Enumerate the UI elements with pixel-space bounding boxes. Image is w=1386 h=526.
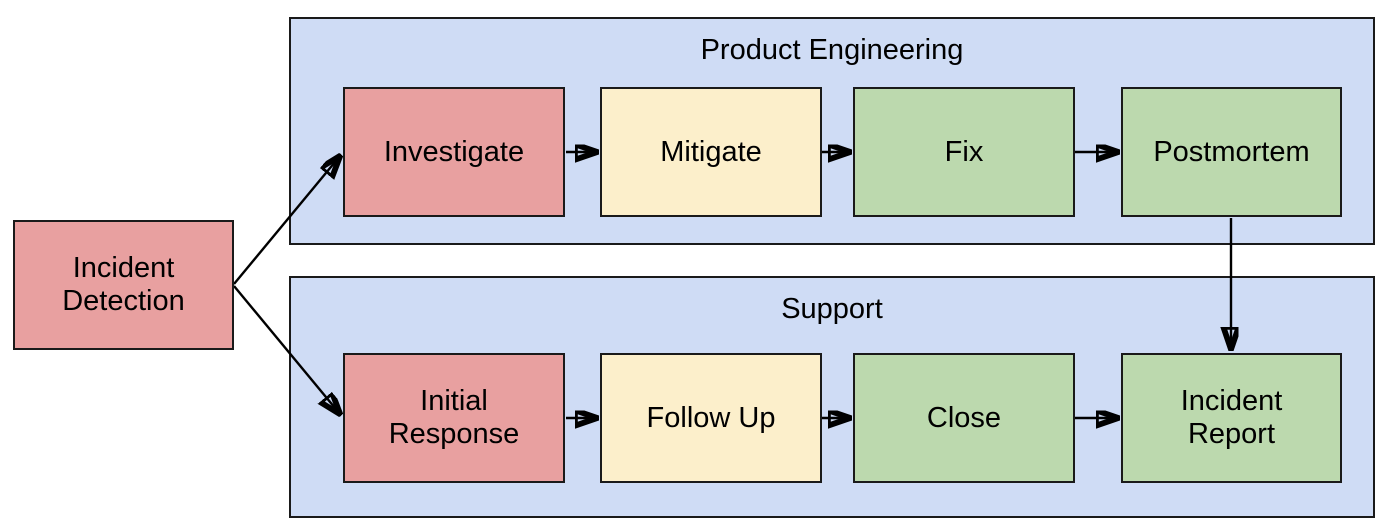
- node-incident-detection[interactable]: Incident Detection: [13, 220, 234, 350]
- swimlane-title-support: Support: [781, 293, 883, 325]
- node-incident-report[interactable]: Incident Report: [1121, 353, 1342, 483]
- node-initial-response[interactable]: Initial Response: [343, 353, 565, 483]
- node-follow-up[interactable]: Follow Up: [600, 353, 822, 483]
- node-close[interactable]: Close: [853, 353, 1075, 483]
- node-fix[interactable]: Fix: [853, 87, 1075, 217]
- node-mitigate[interactable]: Mitigate: [600, 87, 822, 217]
- swimlane-title-product-engineering: Product Engineering: [700, 34, 964, 66]
- node-postmortem[interactable]: Postmortem: [1121, 87, 1342, 217]
- node-investigate[interactable]: Investigate: [343, 87, 565, 217]
